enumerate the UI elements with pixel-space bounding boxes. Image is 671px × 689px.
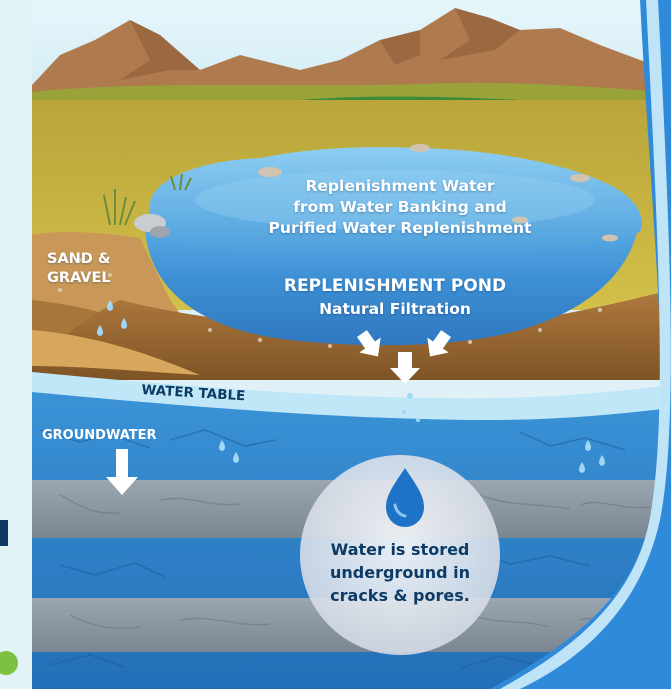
mountain-shadows bbox=[120, 8, 520, 80]
storage-line-3: cracks & pores. bbox=[330, 586, 470, 605]
storage-circle bbox=[300, 455, 500, 655]
sand-gravel-label: SAND & GRAVEL bbox=[47, 250, 111, 288]
groundwater-label: GROUNDWATER bbox=[42, 428, 157, 443]
rock-cracks bbox=[59, 494, 651, 629]
replenishment-line-1: Replenishment Water bbox=[305, 177, 495, 195]
right-swoosh-light bbox=[500, 0, 671, 689]
pond-subtitle: Natural Filtration bbox=[319, 300, 471, 318]
left-margin bbox=[0, 0, 32, 689]
storage-text: Water is stored underground in cracks & … bbox=[310, 538, 490, 607]
grass-tufts bbox=[103, 173, 192, 226]
replenishment-line-3: Purified Water Replenishment bbox=[268, 219, 532, 237]
soil-streak bbox=[32, 330, 200, 375]
water-droplets bbox=[97, 300, 605, 473]
boulders bbox=[134, 214, 170, 238]
replenishment-line-2: from Water Banking and bbox=[293, 198, 507, 216]
water-table bbox=[32, 372, 671, 420]
pond-rim-stones bbox=[258, 144, 618, 242]
pond-highlight bbox=[195, 170, 595, 230]
flow-arrows bbox=[357, 330, 451, 384]
soil-pebbles bbox=[58, 258, 603, 348]
down-arrow-icon bbox=[106, 449, 138, 495]
down-arrow-icon bbox=[357, 330, 381, 357]
storage-line-2: underground in bbox=[330, 563, 470, 582]
down-arrow-icon bbox=[390, 352, 420, 384]
sand-gravel-line-2: GRAVEL bbox=[47, 270, 111, 286]
down-arrow-icon bbox=[427, 330, 451, 357]
storage-line-1: Water is stored bbox=[330, 540, 470, 559]
water-drop-icon bbox=[386, 468, 424, 527]
margin-tick bbox=[0, 520, 8, 546]
replenishment-water-label: Replenishment Water from Water Banking a… bbox=[250, 176, 550, 239]
margin-green-dot bbox=[0, 651, 18, 675]
drop-shine bbox=[393, 503, 407, 518]
pond-title: REPLENISHMENT POND bbox=[283, 276, 507, 296]
sand-gravel-line-1: SAND & bbox=[47, 251, 111, 267]
